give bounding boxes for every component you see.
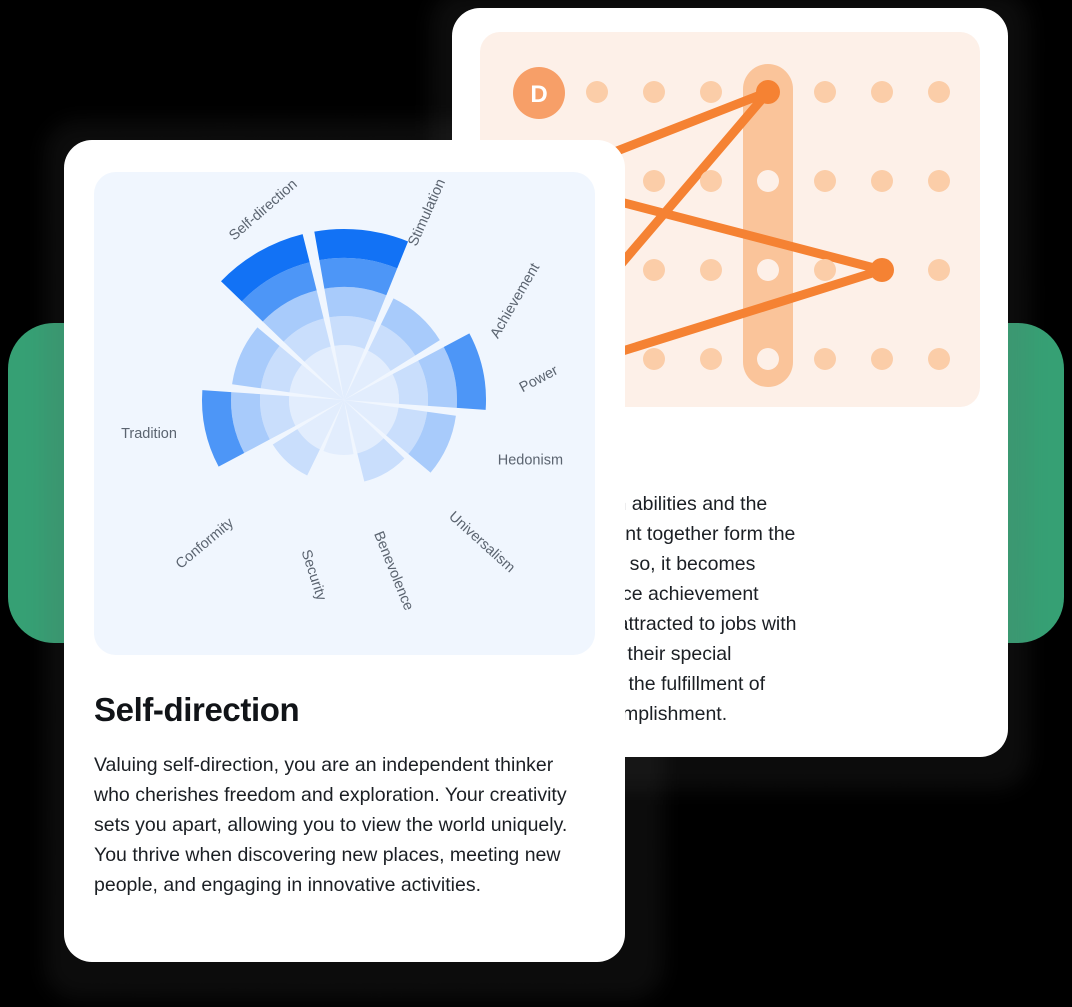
line-marker	[756, 80, 780, 104]
matrix-dot	[928, 81, 950, 103]
matrix-dot	[814, 348, 836, 370]
radial-value-chart: StimulationAchievementPowerHedonismUnive…	[121, 176, 563, 613]
matrix-dot	[871, 170, 893, 192]
matrix-dot	[700, 81, 722, 103]
matrix-dot	[871, 348, 893, 370]
rose-arc-sectors	[202, 229, 486, 482]
rose-label-achievement: Achievement	[487, 261, 543, 342]
matrix-dot	[871, 81, 893, 103]
matrix-dot	[757, 259, 779, 281]
matrix-dot	[757, 348, 779, 370]
matrix-dot	[700, 170, 722, 192]
self-direction-body: Valuing self-direction, you are an indep…	[94, 754, 568, 897]
matrix-dot	[700, 348, 722, 370]
matrix-dot	[928, 170, 950, 192]
rose-label-tradition: Tradition	[121, 426, 177, 442]
rose-ring-segment	[329, 316, 376, 350]
self-direction-text-block: Self-direction Valuing self-direction, y…	[94, 691, 584, 900]
matrix-dot	[928, 348, 950, 370]
matrix-dot	[643, 170, 665, 192]
badge-letter: D	[530, 81, 547, 108]
matrix-dot	[643, 259, 665, 281]
matrix-dot	[643, 348, 665, 370]
matrix-dot	[814, 170, 836, 192]
rose-label-benevolence: Benevolence	[370, 529, 416, 613]
matrix-dot	[757, 170, 779, 192]
line-marker	[870, 258, 894, 282]
self-direction-title: Self-direction	[94, 691, 300, 728]
badge-d[interactable]: D	[513, 67, 565, 119]
matrix-dot	[586, 81, 608, 103]
matrix-dot	[814, 81, 836, 103]
rose-label-conformity: Conformity	[173, 515, 238, 573]
matrix-dot	[700, 259, 722, 281]
rose-label-power: Power	[517, 363, 561, 397]
rose-label-universalism: Universalism	[445, 509, 517, 576]
rose-label-security: Security	[298, 548, 330, 603]
rose-label-stimulation: Stimulation	[405, 177, 449, 249]
rose-label-hedonism: Hedonism	[498, 452, 563, 468]
rose-label-self-direction: Self-direction	[226, 176, 300, 244]
matrix-dot	[814, 259, 836, 281]
matrix-dot	[643, 81, 665, 103]
matrix-dot	[928, 259, 950, 281]
